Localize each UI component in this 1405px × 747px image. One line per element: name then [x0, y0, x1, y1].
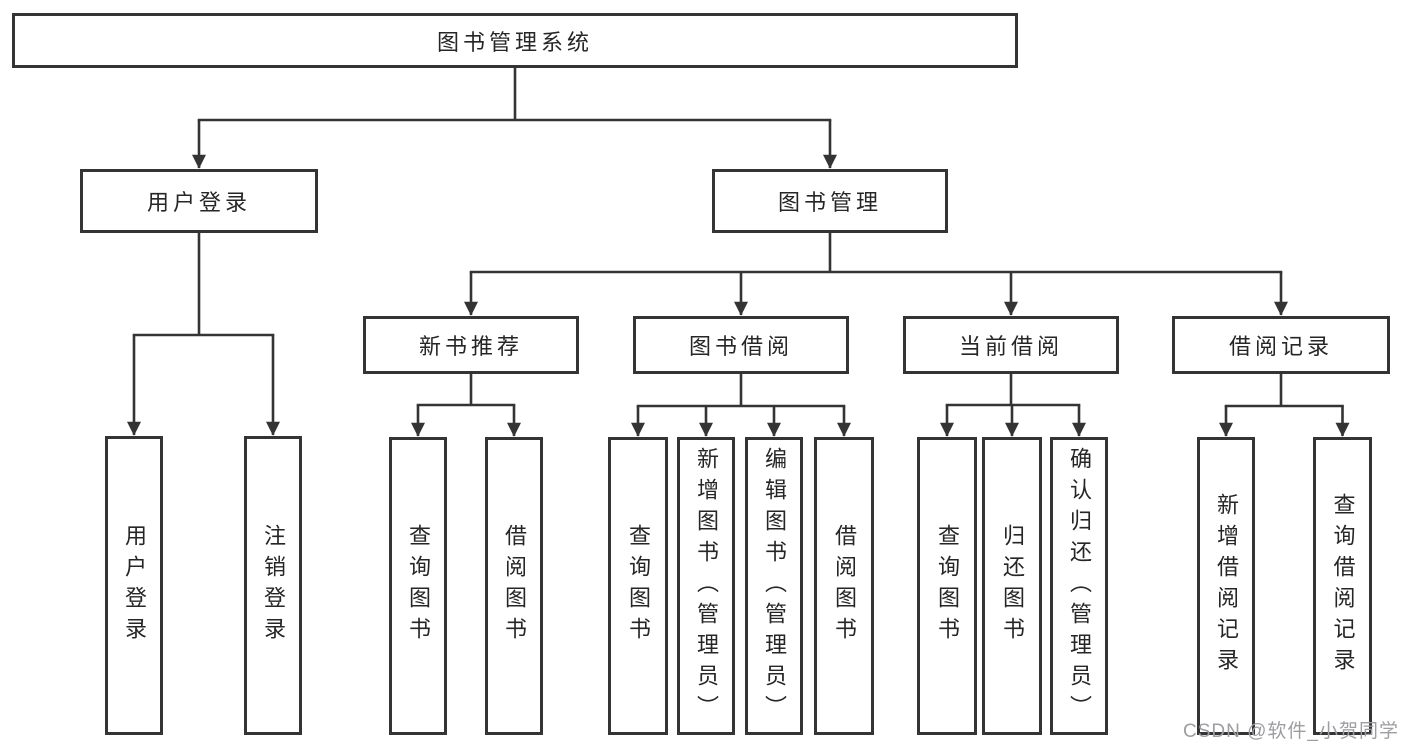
node-borrow-books-under-borrowing: 借阅图书 — [814, 437, 874, 735]
node-label: 编辑图书（管理员） — [762, 446, 787, 726]
node-label: 新增图书（管理员） — [694, 446, 719, 726]
node-user-login-leaf: 用户登录 — [105, 436, 163, 735]
node-label: 注销登录 — [261, 523, 286, 648]
node-label: 图书管理 — [777, 190, 882, 215]
csdn-watermark: CSDN @软件_小贺同学 — [1183, 721, 1399, 742]
node-book-management: 图书管理 — [712, 169, 948, 233]
node-borrow-books-under-recommendation: 借阅图书 — [485, 437, 543, 735]
node-library-management-system: 图书管理系统 — [12, 13, 1018, 68]
node-label: 归还图书 — [1000, 524, 1025, 648]
node-label: 确认归还（管理员） — [1067, 446, 1092, 726]
node-query-borrow-record: 查询借阅记录 — [1313, 437, 1372, 735]
node-logout: 注销登录 — [244, 436, 302, 735]
node-label: 查询图书 — [406, 524, 431, 648]
node-confirm-return-admin: 确认归还（管理员） — [1050, 437, 1108, 735]
node-label: 用户登录 — [146, 190, 251, 215]
node-label: 新书推荐 — [418, 334, 523, 359]
node-label: 查询图书 — [935, 524, 960, 648]
node-label: 当前借阅 — [958, 334, 1063, 359]
node-user-login: 用户登录 — [80, 169, 318, 233]
node-current-borrowing: 当前借阅 — [903, 316, 1119, 374]
node-return-books: 归还图书 — [982, 437, 1042, 735]
node-query-books-under-borrowing: 查询图书 — [608, 437, 668, 735]
node-label: 用户登录 — [122, 523, 147, 648]
node-label: 图书管理系统 — [436, 29, 593, 55]
node-label: 借阅图书 — [502, 524, 527, 648]
node-label: 查询图书 — [626, 524, 651, 648]
node-edit-books-admin: 编辑图书（管理员） — [745, 437, 803, 735]
node-label: 查询借阅记录 — [1330, 493, 1356, 679]
node-query-books-under-recommendation: 查询图书 — [389, 437, 447, 735]
node-label: 借阅记录 — [1228, 334, 1333, 359]
node-label: 借阅图书 — [832, 524, 857, 648]
node-query-books-under-current: 查询图书 — [917, 437, 977, 735]
node-new-book-recommendation: 新书推荐 — [363, 316, 579, 374]
node-label: 图书借阅 — [688, 334, 793, 359]
node-add-borrow-record: 新增借阅记录 — [1197, 437, 1255, 735]
node-label: 新增借阅记录 — [1214, 493, 1239, 679]
node-book-borrowing: 图书借阅 — [633, 316, 849, 374]
node-add-books-admin: 新增图书（管理员） — [677, 437, 735, 735]
node-borrowing-records: 借阅记录 — [1172, 316, 1390, 374]
